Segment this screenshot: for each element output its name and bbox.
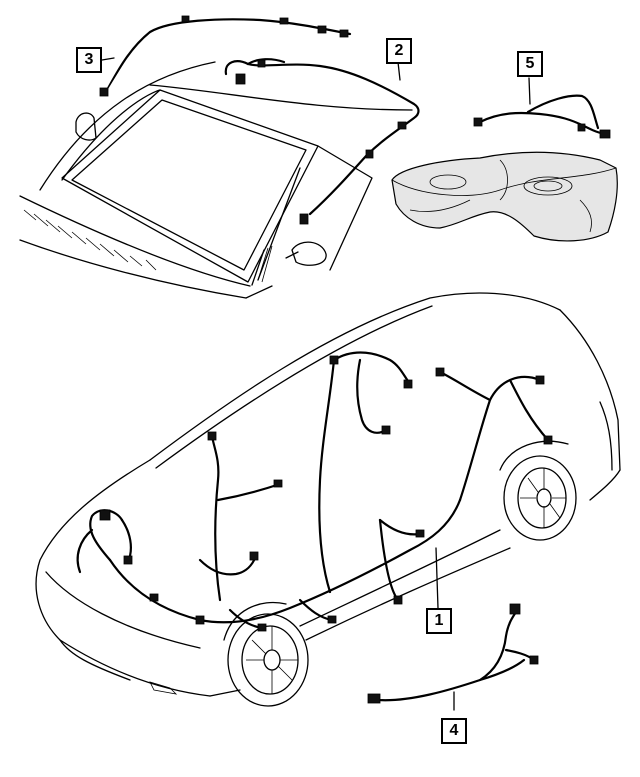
fuel-tank	[391, 151, 618, 242]
harness-5	[473, 94, 611, 139]
harness-2	[224, 58, 420, 225]
leader-lines	[101, 57, 531, 711]
car-body	[35, 292, 621, 707]
callout-2: 2	[386, 38, 412, 64]
callout-3: 3	[76, 47, 102, 73]
harness-4	[367, 603, 539, 704]
windshield-roof-view	[19, 61, 413, 299]
harness-3	[99, 15, 352, 97]
callout-4: 4	[441, 718, 467, 744]
harness-1	[76, 351, 553, 632]
callout-5: 5	[517, 51, 543, 77]
callout-1: 1	[426, 608, 452, 634]
